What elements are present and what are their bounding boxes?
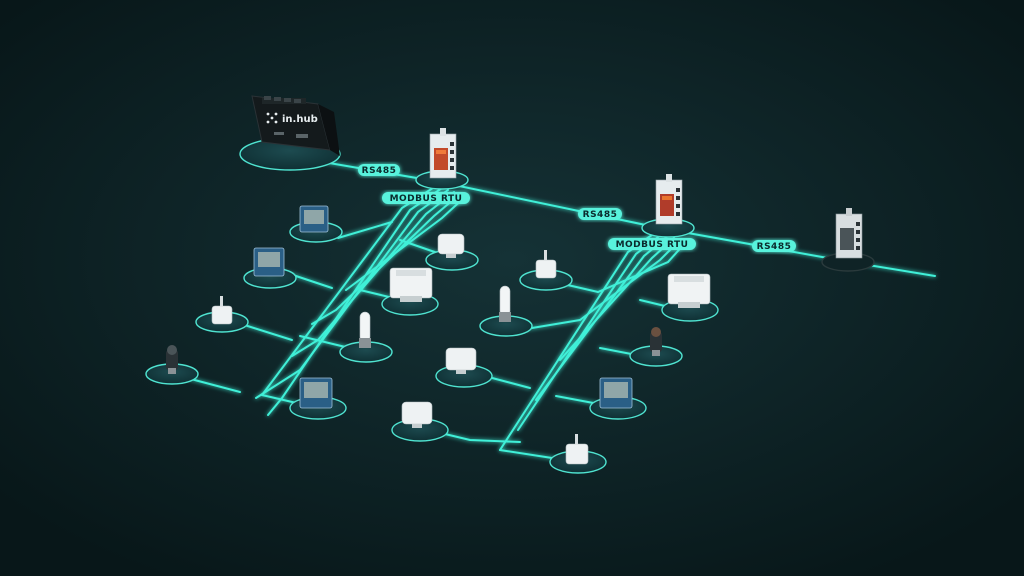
rtu-module-1[interactable] [429,128,457,179]
small-sensor[interactable] [211,296,233,325]
large-enclosure[interactable] [389,267,433,302]
modbus-trunk-left-5 [311,193,461,325]
camera-sensor[interactable] [650,327,662,356]
enclosure-sensor[interactable] [437,233,465,258]
bus-label-modbus-b: MODBUS RTU [608,238,696,250]
panel-meter[interactable] [253,247,285,277]
svg-text:RS485: RS485 [362,166,397,176]
bus-label-rs485-a: RS485 [358,164,400,176]
device-platforms [145,137,875,474]
hub-gateway[interactable]: in.hub [251,95,340,156]
probe-sensor[interactable] [359,311,371,348]
camera-sensor[interactable] [166,345,178,374]
small-sensor[interactable] [565,434,589,465]
bus-label-rs485-c: RS485 [752,240,796,252]
enclosure-sensor[interactable] [401,401,433,428]
enclosure-sensor[interactable] [445,347,477,374]
large-enclosure[interactable] [667,273,711,308]
hub-logo-text: in.hub [282,114,318,125]
svg-text:RS485: RS485 [757,242,792,252]
bus-label-rs485-b: RS485 [578,208,622,220]
branch-meter-top [337,221,393,239]
probe-sensor[interactable] [499,285,511,322]
panel-meter[interactable] [299,377,333,409]
hub-logo-icon [266,112,278,124]
panel-meter[interactable] [599,377,633,409]
bus-label-modbus-a: MODBUS RTU [382,192,470,204]
rtu-module-2[interactable] [655,174,683,225]
small-sensor[interactable] [535,250,557,279]
rtu-module-3[interactable] [835,208,863,259]
svg-text:MODBUS RTU: MODBUS RTU [390,194,463,204]
svg-text:MODBUS RTU: MODBUS RTU [616,240,689,250]
svg-text:RS485: RS485 [583,210,618,220]
panel-meter[interactable] [299,205,329,233]
